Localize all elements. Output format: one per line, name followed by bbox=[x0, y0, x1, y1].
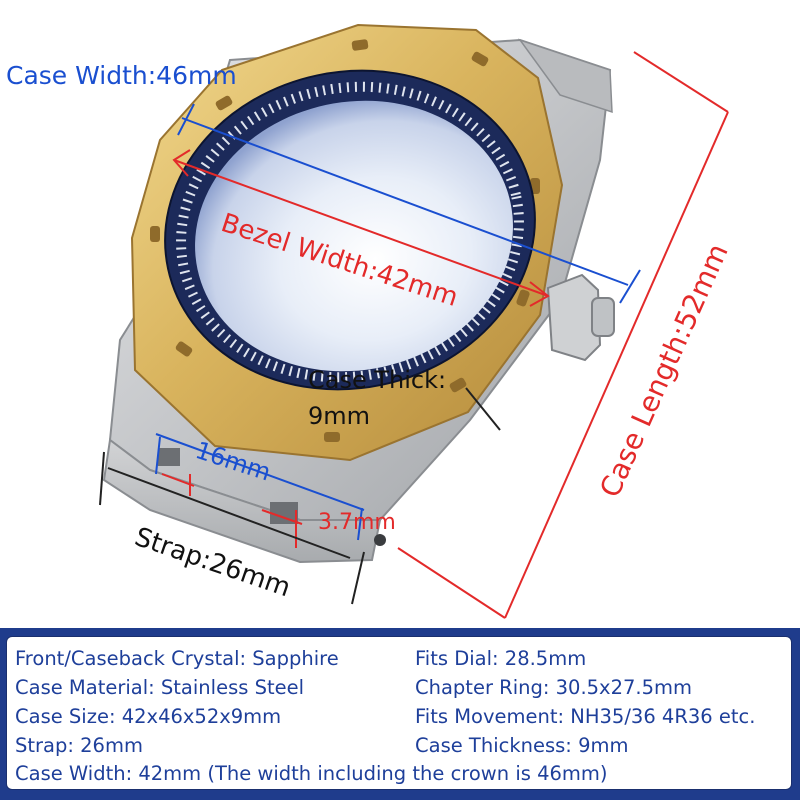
spec-fits-movement: Fits Movement: NH35/36 4R36 etc. bbox=[415, 705, 756, 728]
lug-depth-label: 3.7mm bbox=[318, 510, 396, 535]
lug-slot-left bbox=[158, 448, 180, 466]
case-width-label: Case Width:46mm bbox=[6, 61, 237, 90]
spec-case-thickness: Case Thickness: 9mm bbox=[415, 734, 629, 757]
bezel-screws bbox=[150, 39, 540, 442]
crown bbox=[546, 273, 615, 362]
spec-case-width: Case Width: 42mm (The width including th… bbox=[15, 762, 608, 785]
specs-panel: Front/Caseback Crystal: Sapphire Case Ma… bbox=[0, 628, 800, 800]
lug-slot-right bbox=[270, 502, 298, 524]
red-dimensions bbox=[161, 51, 729, 619]
spec-chapter-ring: Chapter Ring: 30.5x27.5mm bbox=[415, 676, 692, 699]
spec-material: Case Material: Stainless Steel bbox=[15, 676, 305, 699]
case-width-dimension bbox=[155, 103, 641, 541]
spec-strap: Strap: 26mm bbox=[15, 734, 143, 757]
specs-box: Front/Caseback Crystal: Sapphire Case Ma… bbox=[6, 636, 792, 790]
case-thick-label: Case Thick: bbox=[308, 366, 447, 394]
spring-bar-hole bbox=[374, 534, 386, 546]
case-thick-value: 9mm bbox=[308, 402, 371, 430]
spec-case-size: Case Size: 42x46x52x9mm bbox=[15, 705, 282, 728]
crystal bbox=[164, 69, 536, 391]
watch-case-illustration bbox=[99, 23, 729, 619]
black-dimensions bbox=[99, 387, 501, 605]
spec-crystal: Front/Caseback Crystal: Sapphire bbox=[15, 647, 339, 670]
spec-fits-dial: Fits Dial: 28.5mm bbox=[415, 647, 587, 670]
